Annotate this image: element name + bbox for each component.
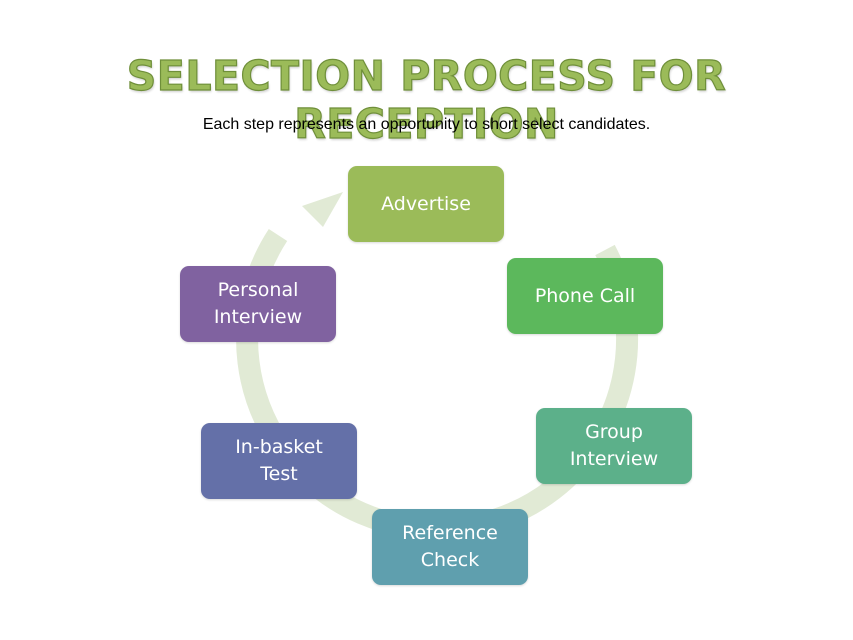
step-personal-interview: Personal Interview <box>180 266 336 342</box>
step-reference-check: Reference Check <box>372 509 528 585</box>
step-advertise: Advertise <box>348 166 504 242</box>
step-phone-call: Phone Call <box>507 258 663 334</box>
step-in-basket-test: In-basket Test <box>201 423 357 499</box>
cycle-arrowhead <box>302 192 343 227</box>
step-group-interview: Group Interview <box>536 408 692 484</box>
page-subtitle: Each step represents an opportunity to s… <box>202 116 651 133</box>
page-title: SELECTION PROCESS FOR RECEPTION <box>126 51 727 148</box>
